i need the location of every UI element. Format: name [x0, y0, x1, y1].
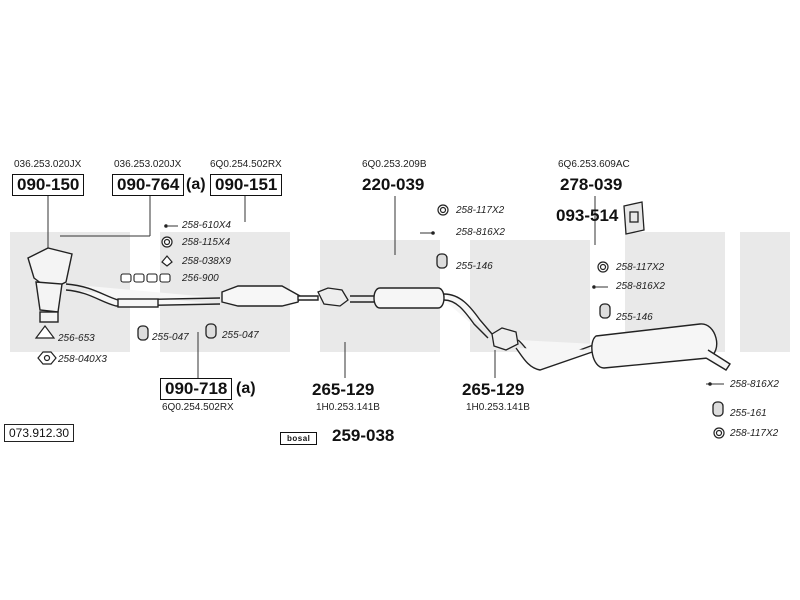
- oem-number-2: 036.253.020JX: [114, 159, 182, 170]
- accessory-a3[interactable]: 258-038X9: [182, 256, 231, 267]
- part-suffix-6: (a): [236, 380, 256, 397]
- part-number-4[interactable]: 220-039: [362, 175, 425, 194]
- part-number-7[interactable]: 265-129: [312, 380, 375, 399]
- accessory-c2[interactable]: 258-816X2: [616, 281, 665, 292]
- part-number-8[interactable]: 265-129: [462, 380, 525, 399]
- accessory-b2[interactable]: 258-816X2: [456, 227, 505, 238]
- part-suffix-2: (a): [186, 176, 206, 193]
- oem-number-5: 6Q6.253.609AC: [558, 159, 630, 170]
- accessory-b3[interactable]: 255-146: [456, 261, 493, 272]
- bracket-part-number[interactable]: 093-514: [556, 206, 619, 225]
- oem-number-4: 6Q0.253.209B: [362, 159, 427, 170]
- watermark-block-4: [470, 240, 590, 352]
- accessory-a7[interactable]: 255-047: [152, 332, 189, 343]
- accessory-a6[interactable]: 258-040X3: [58, 354, 107, 365]
- accessory-a2[interactable]: 258-115X4: [182, 237, 231, 248]
- oem-number-8: 1H0.253.141B: [466, 402, 530, 413]
- accessory-d2[interactable]: 255-161: [730, 408, 767, 419]
- accessory-d3[interactable]: 258-117X2: [730, 428, 779, 439]
- accessory-c3[interactable]: 255-146: [616, 312, 653, 323]
- accessory-a1[interactable]: 258-610X4: [182, 220, 231, 231]
- part-number-box-3[interactable]: 090-151: [210, 174, 283, 196]
- brand-logo: bosal: [280, 428, 318, 446]
- oem-number-6: 6Q0.254.502RX: [162, 402, 234, 413]
- accessory-a5[interactable]: 256-653: [58, 333, 95, 344]
- accessory-a4[interactable]: 256-900: [182, 273, 219, 284]
- accessory-c1[interactable]: 258-117X2: [616, 262, 665, 273]
- oem-number-1: 036.253.020JX: [14, 159, 82, 170]
- accessory-a8[interactable]: 255-047: [222, 330, 259, 341]
- watermark-block-6: [740, 232, 790, 352]
- accessory-d1[interactable]: 258-816X2: [730, 379, 779, 390]
- oem-number-7: 1H0.253.141B: [316, 402, 380, 413]
- part-number-box-2[interactable]: 090-764: [112, 174, 185, 196]
- part-number-5[interactable]: 278-039: [560, 175, 623, 194]
- accessory-b1[interactable]: 258-117X2: [456, 205, 505, 216]
- kit-part-number[interactable]: 259-038: [332, 426, 395, 445]
- brand-logo-text: bosal: [280, 432, 318, 445]
- document-reference: 073.912.30: [4, 424, 75, 442]
- oem-number-3: 6Q0.254.502RX: [210, 159, 282, 170]
- part-number-box-6[interactable]: 090-718: [160, 378, 233, 400]
- part-number-box-1[interactable]: 090-150: [12, 174, 85, 196]
